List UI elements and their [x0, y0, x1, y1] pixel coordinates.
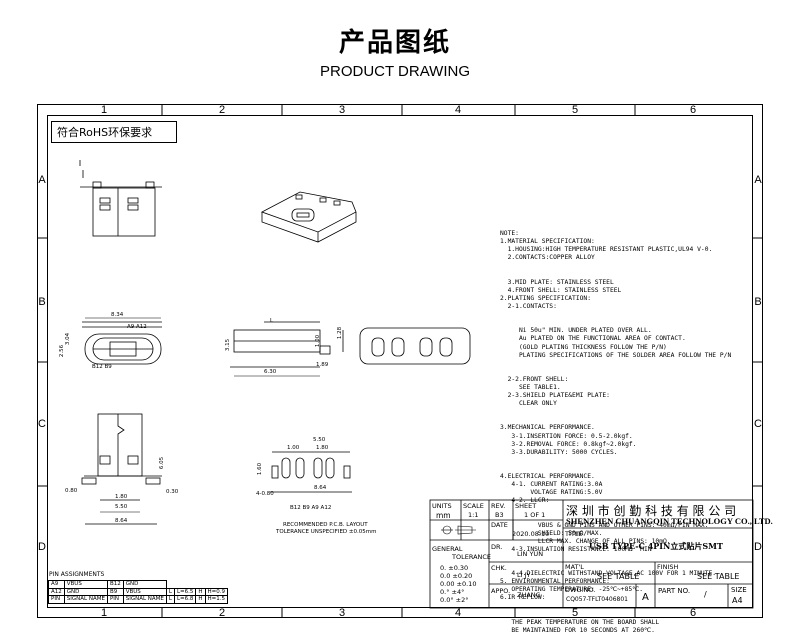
tb-chk: LI JY [517, 571, 531, 579]
drawing-border [47, 115, 753, 608]
tb-company-cn: 深 圳 市 创 勤 科 技 有 限 公 司 [566, 504, 737, 518]
pcb-layout-drawing [270, 451, 352, 493]
col-label-6-bottom: 6 [689, 607, 697, 619]
col-label-1: 1 [100, 104, 108, 116]
dim-8-34: 8.34 [111, 312, 124, 318]
technical-drawing [79, 160, 471, 525]
dim-0-30: 0.30 [166, 489, 179, 495]
tb-tol-4: 0.° ±4° [440, 588, 465, 596]
pcb-tolerance: TOLERANCE UNSPECIFIED ±0.05mm [276, 529, 377, 535]
tb-finish-label: FINISH [657, 563, 679, 571]
side-view-drawing [230, 321, 331, 368]
pcb-pin-labels: B12 B9 A9 A12 [290, 505, 332, 511]
tb-company-en: SHENZHEN CHUANGQIN TECHNOLOGY CO., LTD. [566, 516, 773, 526]
tb-tol-3: 0.00 ±0.10 [440, 580, 477, 588]
dim-6-30: 6.30 [264, 369, 277, 375]
page-title-cn: 产品图纸 [338, 28, 451, 58]
tb-part: / [704, 590, 707, 599]
page-title-en: PRODUCT DRAWING [320, 63, 470, 80]
col-label-3-bottom: 3 [338, 607, 346, 619]
pcb-dim-5-50: 5.50 [313, 437, 326, 443]
dim-l: L [270, 318, 274, 324]
tb-dwg-rev: A [642, 592, 649, 603]
dim-a9-a12: A9 A12 [127, 324, 147, 330]
tb-tolerance: TOLERANCE [452, 553, 492, 561]
tb-title-label: TITLE [565, 530, 583, 538]
tb-matl: SEE TABLE [597, 572, 640, 581]
col-label-3: 3 [338, 104, 346, 116]
tb-dwg: CQ057-TFLT0406801 [566, 596, 628, 603]
row-label-c: C [38, 418, 46, 430]
title-block-grid [429, 499, 754, 609]
tb-tol-2: 0.0 ±0.20 [440, 572, 473, 580]
dim-b12-b9: B12 B9 [92, 364, 112, 370]
row-label-d-right: D [754, 541, 762, 553]
col-label-5: 5 [571, 104, 579, 116]
row-label-d: D [38, 541, 46, 553]
dim-5-50: 5.50 [115, 504, 128, 510]
tb-rev-label: REV. [491, 502, 506, 510]
col-label-6: 6 [689, 104, 697, 116]
tb-chk-label: CHK. [491, 564, 507, 572]
col-label-2: 2 [218, 104, 226, 116]
tb-scale: 1:1 [468, 511, 479, 519]
front-view-drawing [82, 321, 162, 365]
col-label-4: 4 [454, 104, 462, 116]
pin-assign-title: PIN ASSIGNMENTS [49, 571, 105, 578]
dim-1-89: 1.89 [316, 362, 329, 368]
tb-sheet: 1 OF 1 [524, 511, 546, 519]
tb-date: 2020.08.10 [512, 530, 550, 538]
row-label-b-right: B [754, 296, 762, 308]
dim-0-80: 0.80 [65, 488, 78, 494]
tb-tol-5: 0.0° ±2° [440, 596, 469, 604]
rear-view-drawing [342, 327, 471, 365]
tb-size: A4 [732, 596, 743, 605]
bottom-view-drawing [81, 413, 162, 525]
isometric-view-drawing [261, 191, 357, 243]
col-label-1-bottom: 1 [100, 607, 108, 619]
tb-finish: SEE TABLE [697, 572, 740, 581]
pcb-dim-8-64: 8.64 [314, 485, 327, 491]
pcb-dim-4-080: 4-0.80 [256, 491, 274, 497]
tb-appo: ZHANG [517, 591, 541, 599]
drawing-frame [37, 104, 763, 618]
tb-tol-1: 0. ±0.30 [440, 564, 469, 572]
pcb-dim-1-00: 1.00 [287, 445, 300, 451]
tb-size-label: SIZE [731, 586, 747, 594]
tb-units-label: UNITS [432, 502, 452, 510]
tb-sheet-label: SHEET [515, 502, 537, 510]
tb-title: USB TYPE-C 4PIN立式贴片SMT [589, 541, 723, 551]
row-label-c-right: C [754, 418, 762, 430]
tb-dr: LIN YUN [517, 550, 544, 558]
dim-8-64: 8.64 [115, 518, 128, 524]
zone-grid [37, 104, 763, 618]
pcb-layout-title: RECOMMENDED P.C.B. LAYOUT [283, 522, 368, 528]
col-label-5-bottom: 5 [571, 607, 579, 619]
tb-units: mm [436, 511, 451, 520]
tb-appo-label: APPO. [491, 587, 511, 595]
dim-1-80: 1.80 [115, 494, 128, 500]
tb-dwg-label: DWG.NO. [565, 586, 596, 594]
tb-general: GENERAL [432, 545, 463, 553]
tb-scale-label: SCALE [463, 502, 484, 510]
tb-dr-label: DR. [491, 543, 503, 551]
row-label-a: A [38, 174, 46, 186]
projection-symbol [441, 525, 476, 535]
tb-matl-label: MAT'L [565, 563, 584, 571]
tb-part-label: PART NO. [658, 587, 691, 595]
col-label-2-bottom: 2 [218, 607, 226, 619]
pcb-dim-1-80: 1.80 [316, 445, 329, 451]
tb-date-label: DATE [491, 521, 508, 529]
top-view-drawing [79, 160, 162, 237]
col-label-4-bottom: 4 [454, 607, 462, 619]
tb-rev: B3 [495, 511, 504, 519]
rohs-label: 符合RoHS环保要求 [51, 121, 177, 143]
row-label-a-right: A [754, 174, 762, 186]
row-label-b: B [38, 296, 46, 308]
